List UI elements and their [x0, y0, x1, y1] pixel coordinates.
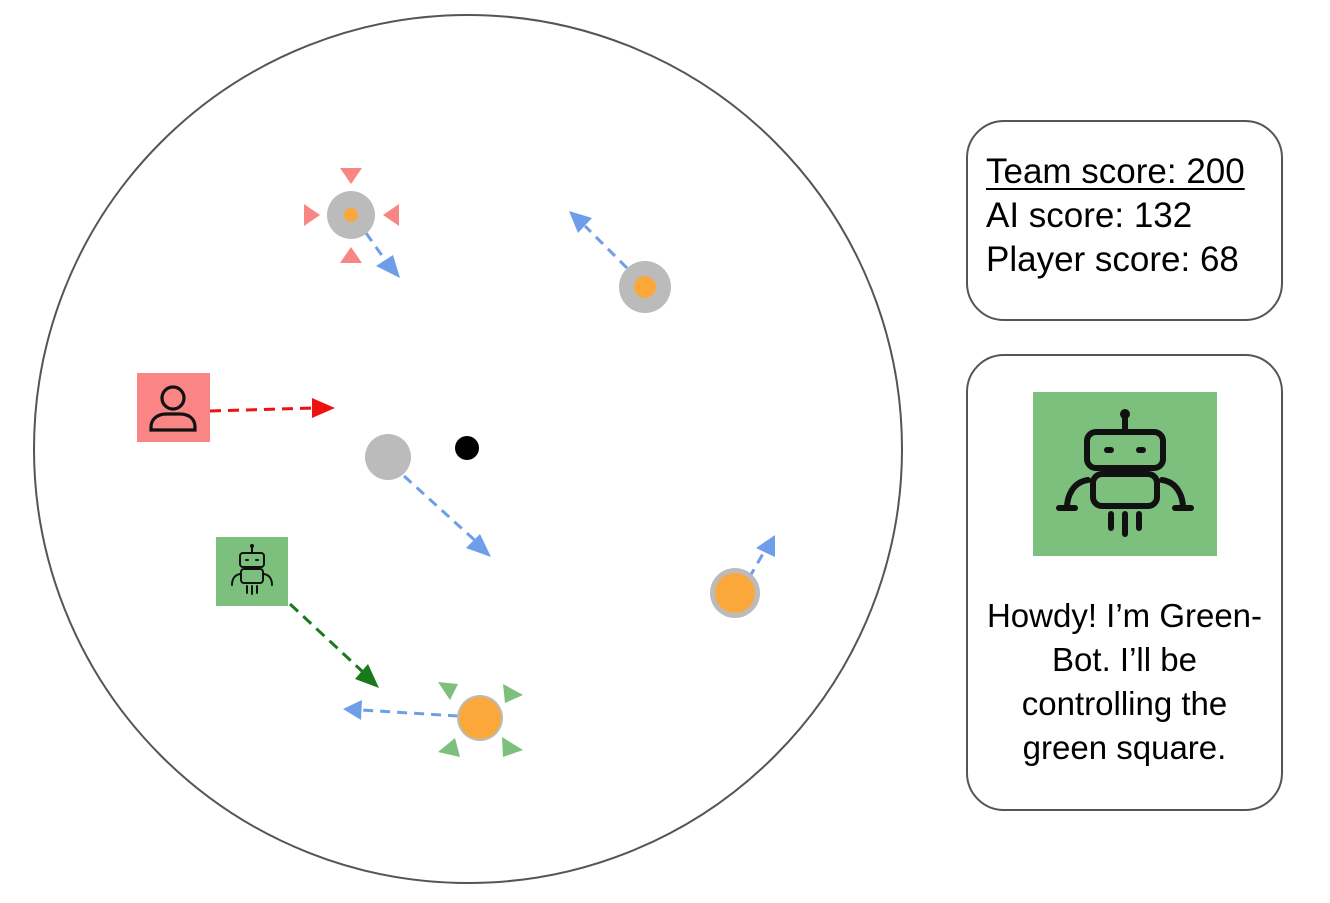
player-direction-arrow: [209, 398, 335, 418]
target-arrow: [364, 232, 400, 278]
person-icon: [149, 385, 197, 432]
target-arrow: [402, 474, 491, 557]
target-circle[interactable]: [457, 695, 503, 741]
game-arena[interactable]: [0, 0, 940, 903]
score-panel: Team score: 200 AI score: 132 Player sco…: [966, 120, 1283, 321]
target-arrow: [343, 700, 459, 720]
target-arrow: [747, 535, 775, 579]
robot-icon: [1056, 409, 1194, 537]
target-arrow: [569, 211, 629, 270]
player-square[interactable]: [137, 373, 210, 442]
chat-panel: Howdy! I’m Green-Bot. I’ll be controllin…: [966, 354, 1283, 811]
target-circle[interactable]: [365, 434, 411, 480]
robot-avatar: [1033, 392, 1217, 556]
ai-direction-arrow: [288, 602, 379, 688]
cursor-dot: [455, 436, 479, 460]
robot-icon: [231, 544, 273, 595]
ai-score: AI score: 132: [986, 196, 1193, 235]
chat-message: Howdy! I’m Green-Bot. I’ll be controllin…: [986, 597, 1263, 766]
team-score: Team score: 200: [986, 152, 1245, 191]
target-circle[interactable]: [710, 568, 760, 618]
ai-square[interactable]: [216, 537, 288, 606]
ai-selection-marker: [438, 682, 523, 757]
target-circle[interactable]: [327, 191, 375, 239]
player-selection-marker: [304, 168, 399, 263]
player-score: Player score: 68: [986, 240, 1239, 279]
target-circle[interactable]: [619, 261, 671, 313]
